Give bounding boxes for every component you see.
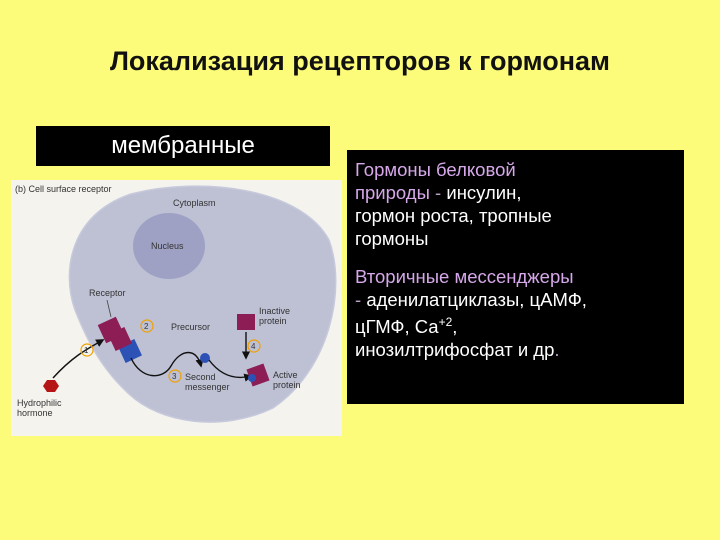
active-protein-icon: [246, 363, 270, 387]
second-messenger-icon: [200, 353, 210, 363]
receptor: [97, 316, 142, 363]
diagram-svg: (b) Cell surface receptor Cytoplasm Nucl…: [15, 184, 337, 423]
inactive-protein-icon: [237, 314, 255, 330]
slide-title: Локализация рецепторов к гормонам: [109, 46, 611, 76]
step-2-icon: 2: [140, 319, 154, 333]
info-box: Гормоны белковой природы - инсулин, горм…: [347, 150, 684, 404]
step-4-icon: 4: [247, 339, 261, 353]
second-messenger-label-2: messenger: [185, 382, 230, 392]
protein-hormones-paragraph: Гормоны белковой природы - инсулин, горм…: [355, 159, 552, 249]
inactive-protein-label-2: protein: [259, 316, 287, 326]
second-messenger-label-1: Second: [185, 372, 216, 382]
membrane-label: мембранные: [111, 132, 255, 159]
step-3-icon: 3: [168, 369, 182, 383]
membrane-label-box: мембранные: [36, 126, 330, 166]
hydrophilic-label-2: hormone: [17, 408, 53, 418]
cytoplasm-label: Cytoplasm: [173, 198, 216, 208]
svg-text:1: 1: [84, 346, 89, 355]
hydrophilic-label-1: Hydrophilic: [17, 398, 62, 408]
precursor-label: Precursor: [171, 322, 210, 332]
svg-text:4: 4: [251, 342, 256, 351]
nucleus: [133, 213, 205, 279]
receptor-label: Receptor: [89, 288, 126, 298]
svg-text:3: 3: [172, 372, 177, 381]
active-protein-label-2: protein: [273, 380, 301, 390]
step-1-icon: 1: [80, 343, 94, 357]
hydrophilic-hormone-icon: [43, 380, 59, 392]
active-protein-label-1: Active: [273, 370, 298, 380]
svg-text:2: 2: [144, 322, 149, 331]
inactive-protein-label-1: Inactive: [259, 306, 290, 316]
nucleus-label: Nucleus: [151, 241, 184, 251]
cell-surface-receptor-diagram: (b) Cell surface receptor Cytoplasm Nucl…: [11, 180, 342, 436]
second-messengers-paragraph: Вторичные мессенджеры - аденилатциклазы,…: [355, 266, 587, 361]
diagram-caption: (b) Cell surface receptor: [15, 184, 112, 194]
